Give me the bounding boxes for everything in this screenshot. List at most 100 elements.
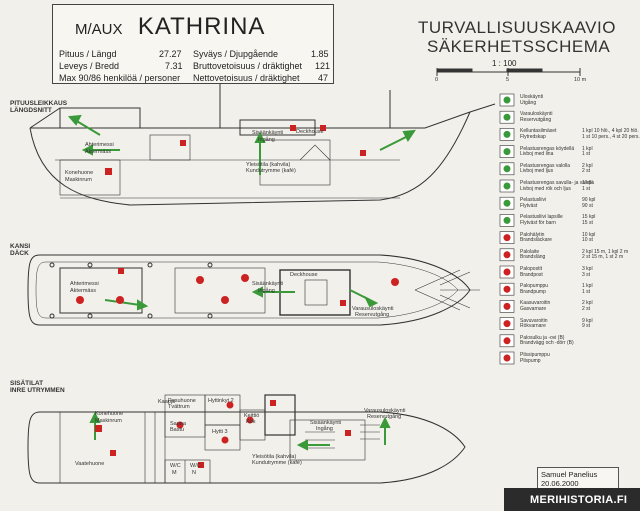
int-room-wc-2: W/C bbox=[190, 463, 201, 469]
fire-door-icon-mark bbox=[503, 337, 511, 345]
profile-room-aft-mess-sv: Aktermäss bbox=[85, 149, 111, 155]
smoke-detector-icon-mark bbox=[503, 320, 511, 328]
int-room-cabin-3: Hytti 3 bbox=[212, 429, 228, 435]
title-swedish: SÄKERHETSSCHEMA bbox=[427, 37, 611, 56]
int-room-cafe-sv: Kundutrymme (kafé) bbox=[252, 460, 302, 466]
legend-item-quantity: 2 kpl 2 st bbox=[582, 300, 593, 312]
legend-icons bbox=[499, 93, 515, 365]
ship-info-box: M/AUX KATHRINA Pituus / Längd 27.27 Leve… bbox=[52, 4, 334, 84]
lifebuoy-line-icon-mark bbox=[503, 148, 511, 156]
profile-room-entrance-sv: Ingång bbox=[258, 137, 275, 143]
int-room-engine-sv: Maskinrum bbox=[95, 418, 122, 424]
legend-item-label: Pelastusrengas savulla- ja valolla Livbo… bbox=[520, 180, 594, 192]
legend-item-quantity: 10 kpl 10 st bbox=[582, 231, 596, 244]
profile-fire-items bbox=[105, 125, 366, 175]
legend-item-label: Pelastusliivi lapsille Flytväst för barn bbox=[520, 214, 563, 226]
profile-room-entrance: Sisäänkäynti bbox=[252, 130, 284, 136]
profile-room-cafe: Yleisötila (kahvila) bbox=[246, 162, 291, 168]
legend-item-label: Uloskäynti Utgång bbox=[520, 94, 544, 106]
legend-item-quantity: 1 kpl 10 hlö., 4 kpl 20 hlö. 1 st 10 per… bbox=[582, 128, 640, 140]
scale-bar bbox=[436, 68, 581, 76]
legend-item-label: Savuvaroitin Rökvarnare bbox=[520, 317, 548, 330]
int-room-wc-1: W/C bbox=[170, 463, 181, 469]
profile-room-cafe-sv: Kundutrymme (kafé) bbox=[246, 168, 296, 174]
ship-name: M/AUX KATHRINA bbox=[75, 13, 266, 40]
credit-box: Samuel Panelius 20.06.2000 bbox=[537, 467, 619, 491]
interior-fire-items bbox=[95, 400, 351, 468]
int-room-kitchen: Keittiö bbox=[244, 413, 260, 419]
spec-length-label: Pituus / Längd bbox=[59, 49, 117, 59]
scale-label: 1 : 100 bbox=[492, 59, 517, 68]
gas-mask-icon-mark bbox=[503, 302, 511, 310]
int-room-cabin-2: Hyttinkyt 2 bbox=[208, 398, 234, 404]
spec-max-persons: Max 90/86 henkilöä / personer bbox=[59, 73, 181, 83]
int-room-washroom: Pesuhuone bbox=[168, 398, 196, 404]
deck-room-emergency-exit: Varausuloskäynti bbox=[352, 306, 394, 312]
deck-room-entrance-sv: Ingång bbox=[258, 288, 275, 294]
fire-alarm-icon-mark bbox=[503, 234, 511, 242]
deck-room-entrance: Sisäänkäynti bbox=[252, 281, 284, 287]
int-room-wardrobe: Vaatehuone bbox=[75, 461, 105, 467]
section-profile-label-sv: LÄNGDSNITT bbox=[10, 107, 52, 114]
deck-room-emergency-exit-sv: Reservutgång bbox=[355, 312, 390, 318]
lifejacket-child-icon-mark bbox=[503, 216, 511, 224]
spec-draught-label: Syväys / Djupgående bbox=[193, 49, 279, 59]
legend-item-label: Kelluntasilmäset Flytredskap bbox=[520, 128, 557, 140]
legend-item-quantity: 3 kpl 3 st bbox=[582, 266, 593, 278]
extinguisher-icon-mark bbox=[503, 251, 511, 259]
spec-gross-label: Bruttovetoisuus / dräktighet bbox=[193, 61, 303, 71]
legend-item-label: Pelastusrengas köydellä Livboj med lina bbox=[520, 145, 575, 158]
section-interior-label-sv: INRE UTRYMMEN bbox=[10, 387, 65, 394]
scale-tick-5: 5 bbox=[506, 77, 510, 83]
deck-fire-items bbox=[76, 268, 399, 306]
credit-date: 20.06.2000 bbox=[541, 479, 579, 488]
emergency-exit-arrow-icon-mark bbox=[503, 113, 511, 121]
int-room-wc-m: M bbox=[172, 470, 177, 476]
spec-length-value: 27.27 bbox=[159, 49, 182, 59]
int-room-sauna: Sauna bbox=[170, 421, 186, 427]
watermark[interactable]: MERIHISTORIA.FI bbox=[504, 488, 640, 511]
section-profile-label: PITUUSLEIKKAUS bbox=[10, 100, 68, 107]
legend-item-quantity: 90 kpl 90 st bbox=[582, 197, 596, 209]
interior-section bbox=[27, 394, 466, 484]
int-room-entrance: Sisäänkäynti bbox=[310, 420, 342, 426]
legend-item-label: Pilssipumppu Pilspump bbox=[520, 352, 550, 364]
legend-item-quantity: 1 kpl 1 st bbox=[582, 180, 593, 192]
deck-exit-arrows bbox=[104, 286, 379, 311]
int-room-emergency-exit-sv: Reservutgång bbox=[367, 414, 402, 420]
lifebuoy-icon-mark bbox=[503, 130, 511, 138]
profile-exit-arrows bbox=[67, 114, 417, 175]
lifebuoy-light-icon-mark bbox=[503, 165, 511, 173]
legend-item-quantity: 1 kpl 1 st bbox=[582, 145, 593, 158]
spec-gross-value: 121 bbox=[315, 61, 331, 71]
int-room-cafe: Yleisötila (kahvila) bbox=[252, 454, 297, 460]
spec-beam-label: Leveys / Bredd bbox=[59, 61, 120, 71]
scale-tick-10: 10 m bbox=[574, 77, 587, 83]
int-room-kitchen-sv: Kök bbox=[246, 419, 256, 425]
spec-beam-value: 7.31 bbox=[165, 61, 183, 71]
scale-tick-0: 0 bbox=[435, 77, 439, 83]
int-room-closet: Kaappi bbox=[158, 399, 176, 405]
legend-item-label: Palolaite Brandsläng bbox=[520, 248, 546, 261]
spec-draught-value: 1.85 bbox=[311, 49, 329, 59]
legend-item-quantity: 1 kpl 1 st bbox=[582, 283, 593, 295]
legend-item-label: Palosulku ja -ovi (B) Brandvägg och -dör… bbox=[520, 334, 574, 347]
deck-room-aft-mess-sv: Aktermäss bbox=[70, 288, 96, 294]
int-room-washroom-sv: Tvättrum bbox=[168, 404, 190, 410]
profile-room-aft-mess: Ahterimessi bbox=[85, 142, 114, 148]
profile-room-engine-sv: Maskinrum bbox=[65, 177, 92, 183]
lifebuoy-both-icon-mark bbox=[503, 182, 511, 190]
int-room-sauna-sv: Bastu bbox=[170, 427, 185, 433]
fire-pump-icon-mark bbox=[503, 268, 511, 276]
credit-author: Samuel Panelius bbox=[541, 470, 598, 479]
title-finnish: TURVALLISUUSKAAVIO bbox=[418, 18, 616, 37]
int-room-wc-n: N bbox=[192, 470, 196, 476]
deck-room-deckhouse: Deckhouse bbox=[290, 272, 318, 278]
watermark-text: MERIHISTORIA.FI bbox=[530, 494, 628, 506]
legend-item-quantity: 2 kpl 2 st bbox=[582, 162, 593, 175]
int-room-engine: Konehuone bbox=[95, 411, 124, 417]
deck-room-aft-mess: Ahterimessi bbox=[70, 281, 99, 287]
legend-item-quantity: 2 kpl 15 m, 1 kpl 2 m 2 st 15 m, 1 st 2 … bbox=[582, 248, 629, 261]
